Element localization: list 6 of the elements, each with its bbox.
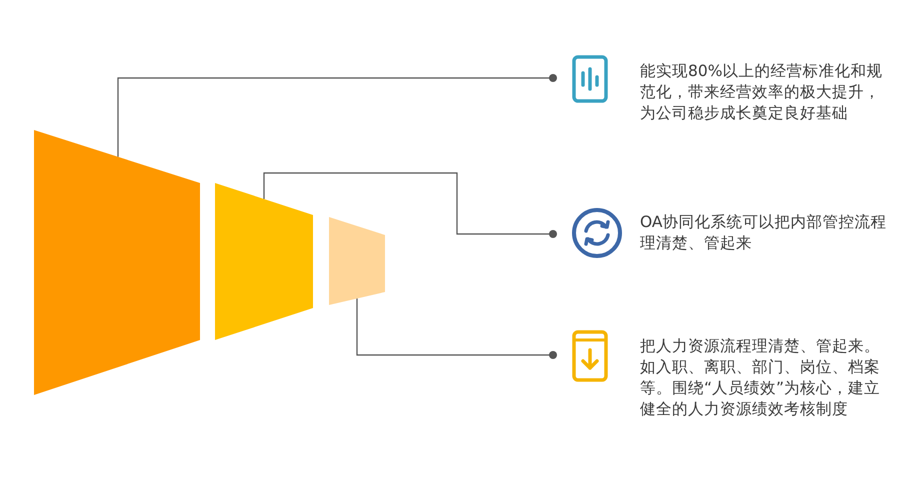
leader-line xyxy=(356,298,557,359)
description-text: 把人力资源流程理清楚、管起来。如入职、离职、部门、岗位、档案等。围绕“人员绩效”为核心，建立健全的人力资源绩效考核制度 xyxy=(640,336,882,420)
leader-line xyxy=(117,74,557,157)
description-text: 能实现80%以上的经营标准化和规范化，带来经营效率的极大提升，为公司稳步成长奠定良好基础 xyxy=(640,61,884,124)
description-text: OA协同化系统可以把内部管控流程理清楚、管起来 xyxy=(640,212,888,254)
leader-line xyxy=(263,172,557,238)
